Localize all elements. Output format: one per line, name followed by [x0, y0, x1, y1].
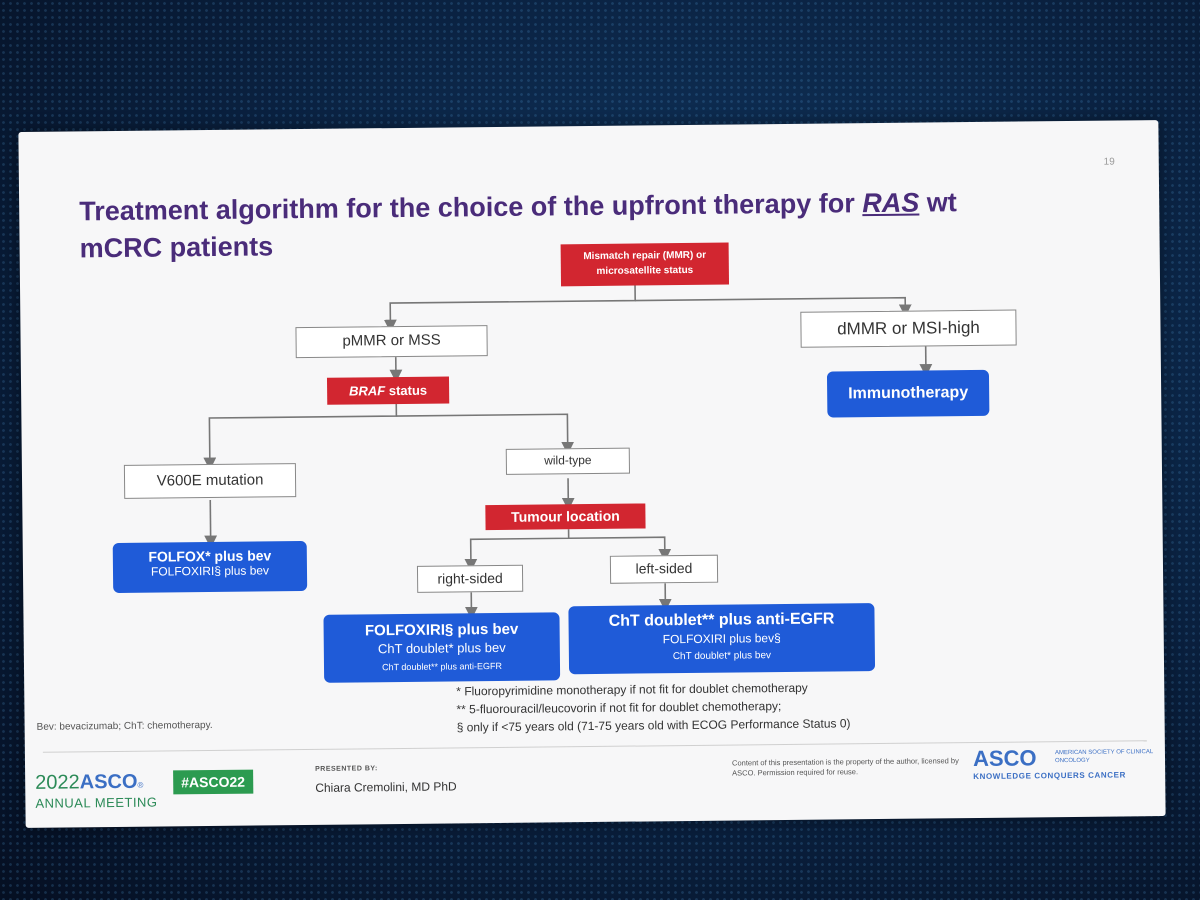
- pmmr-node: pMMR or MSS: [295, 325, 488, 359]
- asco-meeting-logo: 2022ASCO®: [35, 770, 144, 794]
- left-therapy-line3: ChT doublet* plus bev: [672, 650, 772, 663]
- left-sided-therapy-node: ChT doublet** plus anti-EGFR FOLFOXIRI p…: [568, 603, 876, 675]
- tumour-location-node: Tumour location: [485, 503, 646, 531]
- dmmr-node: dMMR or MSI-high: [800, 309, 1017, 348]
- hashtag-badge: #ASCO22: [173, 769, 254, 795]
- annual-meeting-label: ANNUAL MEETING: [35, 794, 158, 811]
- presentation-slide: 19 Treatment algorithm for the choice of…: [18, 120, 1166, 828]
- v600e-therapy-line2: FOLFOXIRI§ plus bev: [150, 563, 270, 579]
- v600e-therapy-node: FOLFOX* plus bev FOLFOXIRI§ plus bev: [112, 540, 308, 594]
- braf-status-label: status: [385, 382, 428, 399]
- asco-society-name: AMERICAN SOCIETY OF CLINICAL ONCOLOGY: [1054, 749, 1154, 765]
- presenter-name: Chiara Cremolini, MD PhD: [315, 779, 457, 795]
- mmr-status-node: Mismatch repair (MMR) or microsatellite …: [560, 242, 730, 287]
- meeting-year: 2022: [35, 771, 80, 794]
- immunotherapy-node: Immunotherapy: [826, 369, 990, 418]
- meeting-brand: ASCO: [79, 770, 138, 794]
- mmr-status-line1: Mismatch repair (MMR) or: [583, 249, 707, 263]
- asco-society-brand: ASCO: [972, 745, 1037, 772]
- copyright-notice: Content of this presentation is the prop…: [731, 756, 959, 778]
- v600e-mutation-node: V600E mutation: [123, 463, 297, 499]
- braf-gene-label: BRAF: [349, 383, 386, 399]
- mmr-status-line2: microsatellite status: [596, 264, 694, 277]
- braf-status-node: BRAF status: [326, 376, 450, 405]
- left-sided-node: left-sided: [609, 554, 719, 584]
- presented-by-label: PRESENTED BY:: [315, 765, 378, 773]
- right-sided-node: right-sided: [416, 564, 524, 593]
- wild-type-node: wild-type: [505, 447, 630, 475]
- right-therapy-line3: ChT doublet** plus anti-EGFR: [382, 660, 503, 673]
- flowchart-connectors: [203, 285, 933, 620]
- right-sided-therapy-node: FOLFOXIRI§ plus bev ChT doublet* plus be…: [323, 612, 561, 683]
- asco-society-logo: ASCO AMERICAN SOCIETY OF CLINICAL ONCOLO…: [973, 744, 1163, 781]
- left-therapy-line1: ChT doublet** plus anti-EGFR: [608, 610, 835, 630]
- abbreviations-note: Bev: bevacizumab; ChT: chemotherapy.: [36, 719, 213, 733]
